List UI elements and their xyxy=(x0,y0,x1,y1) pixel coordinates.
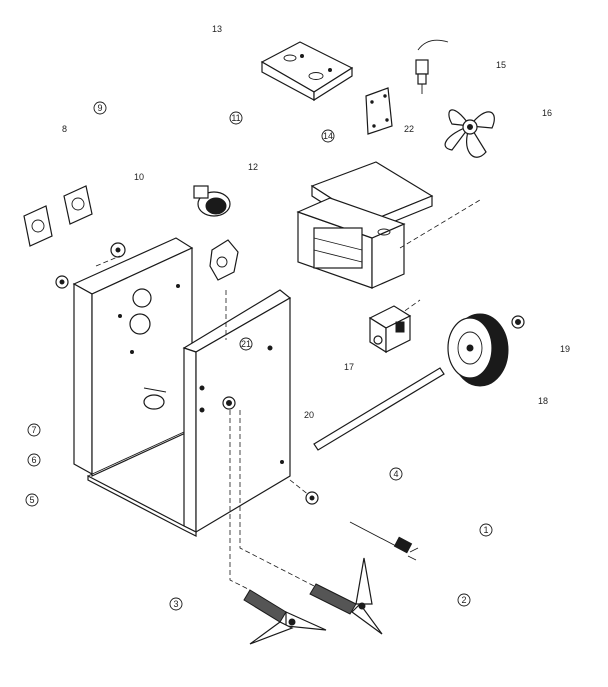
negative-clamp xyxy=(243,589,327,645)
wheel-nut xyxy=(511,315,525,329)
svg-text:2: 2 xyxy=(461,595,466,605)
callout-8: 8 xyxy=(62,124,67,134)
positive-clamp xyxy=(309,557,383,635)
strain-relief xyxy=(222,396,236,410)
svg-text:11: 11 xyxy=(231,113,240,123)
power-cord-plug xyxy=(349,521,419,561)
cabinet-housing xyxy=(87,289,292,537)
foot-screw xyxy=(305,491,319,505)
callout-4: 4 xyxy=(389,467,403,481)
rotary-switch-right xyxy=(63,185,93,225)
front-panel xyxy=(72,237,194,477)
callout-2: 2 xyxy=(457,593,471,607)
callout-6: 6 xyxy=(27,453,41,467)
svg-text:14: 14 xyxy=(323,131,333,141)
svg-text:6: 6 xyxy=(31,455,36,465)
callout-7: 7 xyxy=(27,423,41,437)
small-grommet xyxy=(110,242,126,258)
callout-22: 22 xyxy=(404,124,414,134)
callout-13: 13 xyxy=(212,24,222,34)
assembly-lines xyxy=(95,199,481,591)
callout-11: 11 xyxy=(229,111,243,125)
svg-text:3: 3 xyxy=(173,599,178,609)
top-plate xyxy=(260,41,354,102)
callout-14: 14 xyxy=(321,129,335,143)
rectifier-assembly xyxy=(368,305,412,354)
svg-text:5: 5 xyxy=(29,495,34,505)
rotary-switch-left xyxy=(23,205,53,247)
svg-text:1: 1 xyxy=(483,525,488,535)
svg-text:4: 4 xyxy=(393,469,398,479)
svg-text:21: 21 xyxy=(241,339,251,349)
callout-3: 3 xyxy=(169,597,183,611)
callout-15: 15 xyxy=(496,60,506,70)
callout-19: 19 xyxy=(560,344,570,354)
svg-text:9: 9 xyxy=(97,103,102,113)
callout-10: 10 xyxy=(134,172,144,182)
callout-20: 20 xyxy=(304,410,314,420)
callout-5: 5 xyxy=(25,493,39,507)
callout-labels: 13 15 16 22 8 10 12 17 18 19 20 xyxy=(62,24,570,420)
transformer xyxy=(296,197,406,289)
wheel xyxy=(447,313,509,387)
callout-21: 21 xyxy=(239,337,253,351)
fan-motor-shaft xyxy=(415,39,449,94)
callout-17: 17 xyxy=(344,362,354,372)
circled-callouts: 9 11 14 21 7 6 5 4 xyxy=(25,101,493,611)
axle xyxy=(313,367,445,451)
callout-16: 16 xyxy=(542,108,552,118)
fan-blade xyxy=(444,109,495,158)
callout-18: 18 xyxy=(538,396,548,406)
panel-nut xyxy=(55,275,69,289)
callout-12: 12 xyxy=(248,162,258,172)
selector-knob xyxy=(193,185,231,217)
svg-text:7: 7 xyxy=(31,425,36,435)
small-plate xyxy=(365,87,393,135)
callout-9: 9 xyxy=(93,101,107,115)
circuit-breaker xyxy=(209,239,239,281)
callout-1: 1 xyxy=(479,523,493,537)
